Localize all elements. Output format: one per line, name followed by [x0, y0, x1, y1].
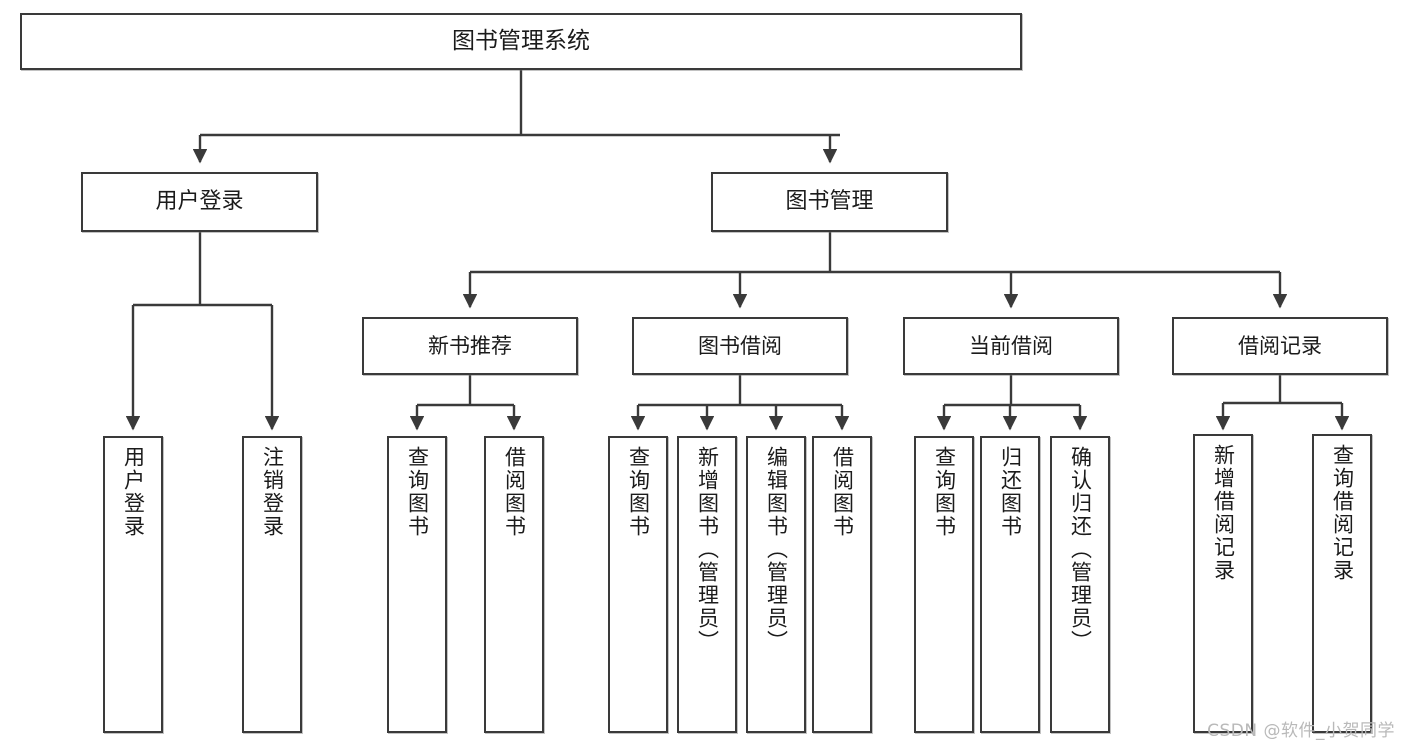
node-new-book-recommend[interactable]: 新书推荐	[362, 317, 578, 375]
watermark-text: CSDN @软件_小贺同学	[1207, 721, 1395, 741]
node-user-login[interactable]: 用户登录	[81, 172, 318, 232]
node-leaf-query-book-3[interactable]: 查询图书	[914, 436, 974, 733]
node-label: 借阅记录	[1238, 333, 1322, 358]
node-label: 借阅图书	[502, 446, 527, 538]
node-label: 图书借阅	[698, 333, 782, 358]
node-leaf-add-record[interactable]: 新增借阅记录	[1193, 434, 1253, 733]
node-borrow-record[interactable]: 借阅记录	[1172, 317, 1388, 375]
node-label: 借阅图书	[830, 446, 855, 538]
node-label: 查询图书	[626, 446, 651, 538]
node-label: 确认归还（管理员）	[1068, 446, 1093, 653]
node-current-borrow[interactable]: 当前借阅	[903, 317, 1119, 375]
node-leaf-query-record[interactable]: 查询借阅记录	[1312, 434, 1372, 733]
node-leaf-add-book[interactable]: 新增图书（管理员）	[677, 436, 737, 733]
node-leaf-borrow-book-1[interactable]: 借阅图书	[484, 436, 544, 733]
node-label: 编辑图书（管理员）	[764, 446, 789, 653]
node-leaf-edit-book[interactable]: 编辑图书（管理员）	[746, 436, 806, 733]
node-label: 归还图书	[998, 446, 1023, 538]
node-label: 当前借阅	[969, 333, 1053, 358]
node-leaf-query-book-1[interactable]: 查询图书	[387, 436, 447, 733]
node-book-management[interactable]: 图书管理	[711, 172, 948, 232]
node-label: 用户登录	[121, 446, 146, 538]
node-root-system[interactable]: 图书管理系统	[20, 13, 1022, 70]
node-label: 新书推荐	[428, 333, 512, 358]
node-label: 图书管理系统	[452, 28, 590, 55]
node-label: 注销登录	[260, 446, 285, 538]
node-book-borrow[interactable]: 图书借阅	[632, 317, 848, 375]
node-label: 查询图书	[932, 446, 957, 538]
node-leaf-query-book-2[interactable]: 查询图书	[608, 436, 668, 733]
node-label: 查询借阅记录	[1330, 444, 1355, 582]
node-leaf-return-book[interactable]: 归还图书	[980, 436, 1040, 733]
node-label: 新增借阅记录	[1211, 444, 1236, 582]
node-label: 图书管理	[785, 189, 874, 215]
node-leaf-user-login[interactable]: 用户登录	[103, 436, 163, 733]
node-leaf-confirm-return[interactable]: 确认归还（管理员）	[1050, 436, 1110, 733]
node-label: 新增图书（管理员）	[695, 446, 720, 653]
node-leaf-logout[interactable]: 注销登录	[242, 436, 302, 733]
node-label: 查询图书	[405, 446, 430, 538]
node-leaf-borrow-book-2[interactable]: 借阅图书	[812, 436, 872, 733]
node-label: 用户登录	[155, 189, 244, 215]
